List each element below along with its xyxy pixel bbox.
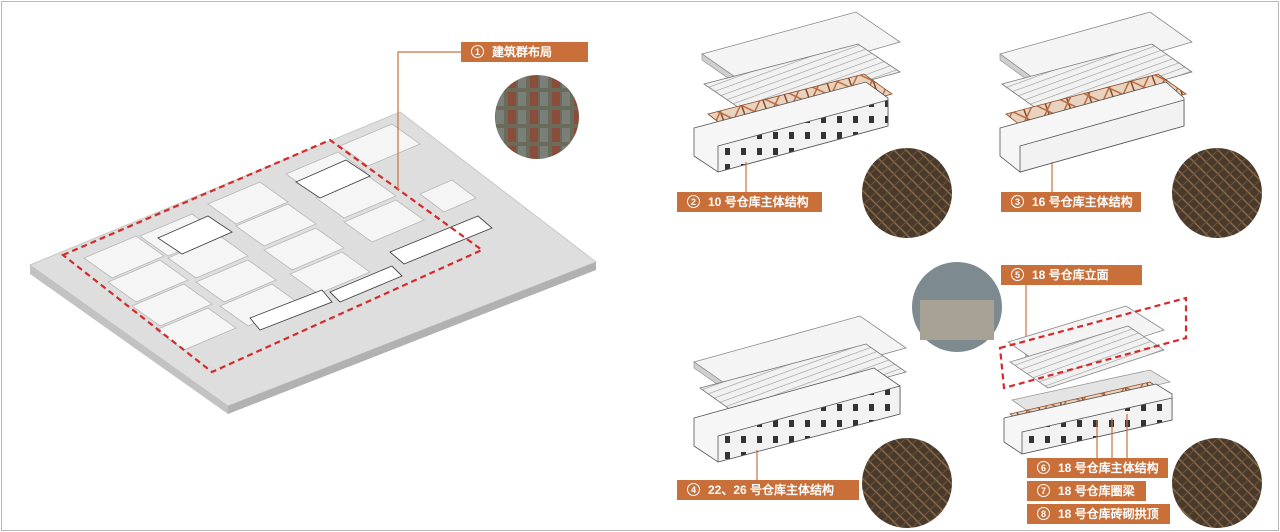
aerial-photo (495, 75, 579, 159)
label-number-6: 6 (1037, 461, 1050, 474)
warehouse-10-exploded (693, 11, 952, 238)
warehouse-group-outline (60, 138, 485, 374)
highlighted-warehouses (157, 159, 493, 331)
label-site-layout: 1 建筑群布局 (461, 42, 588, 62)
site-ground-left-face (30, 265, 228, 414)
label-warehouse-18-brick-vault: 8 18 号仓库砖砌拱顶 (1027, 504, 1170, 524)
label-number-3: 3 (1011, 195, 1024, 208)
leader-line-1 (397, 51, 461, 190)
label-text-2: 10 号仓库主体结构 (708, 195, 809, 209)
label-text-5: 18 号仓库立面 (1032, 268, 1109, 282)
warehouse-22-26-exploded (693, 315, 952, 528)
label-number-1: 1 (471, 45, 484, 58)
label-warehouse-22-26-structure: 4 22、26 号仓库主体结构 (677, 480, 859, 500)
warehouse-18-exploded (912, 262, 1262, 528)
label-warehouse-18-ring-beam: 7 18 号仓库圈梁 (1027, 481, 1146, 501)
label-warehouse-16-structure: 3 16 号仓库主体结构 (1001, 192, 1141, 212)
label-number-8: 8 (1037, 507, 1050, 520)
site-ground-right-face (228, 262, 596, 414)
warehouse-16-exploded (999, 11, 1262, 238)
label-warehouse-10-structure: 2 10 号仓库主体结构 (677, 192, 822, 212)
label-number-4: 4 (687, 483, 700, 496)
label-text-7: 18 号仓库圈梁 (1058, 484, 1135, 498)
label-text-8: 18 号仓库砖砌拱顶 (1058, 507, 1159, 521)
label-text-6: 18 号仓库主体结构 (1058, 461, 1159, 475)
label-number-7: 7 (1037, 484, 1050, 497)
label-text-3: 16 号仓库主体结构 (1032, 195, 1133, 209)
site-plan (28, 51, 598, 414)
label-number-2: 2 (687, 195, 700, 208)
label-number-5: 5 (1011, 268, 1024, 281)
label-text-1: 建筑群布局 (492, 45, 553, 59)
label-warehouse-18-structure: 6 18 号仓库主体结构 (1027, 458, 1168, 478)
label-warehouse-18-facade: 5 18 号仓库立面 (1001, 265, 1142, 285)
label-text-4: 22、26 号仓库主体结构 (708, 483, 835, 497)
